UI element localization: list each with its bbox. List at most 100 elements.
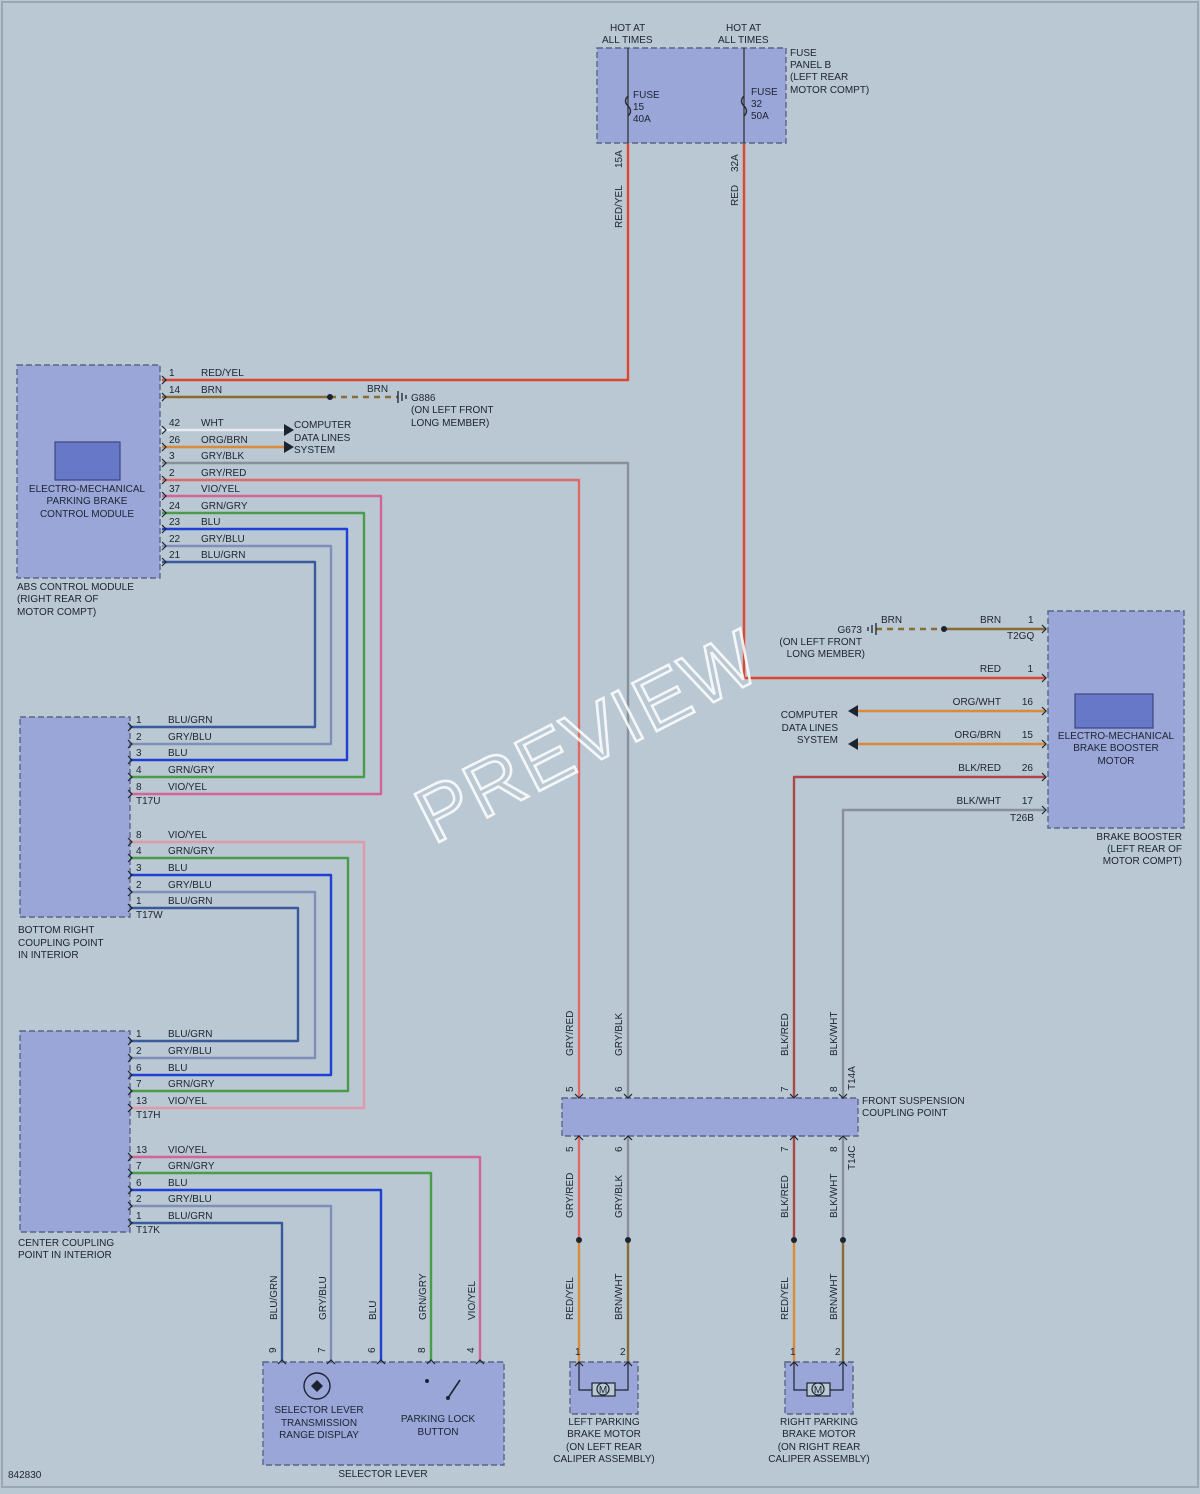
abs-pin-wire-label: WHT <box>201 418 224 429</box>
connector-icon <box>127 789 133 799</box>
connector-icon <box>127 722 133 732</box>
t17w-name: T17W <box>136 910 163 921</box>
connector-icon <box>161 524 167 534</box>
t17w-pin-number: 4 <box>136 846 142 857</box>
abs-pin-wire-label: BLU <box>201 517 220 528</box>
range-display-glyph <box>311 1380 323 1392</box>
t17h-pin-number: 1 <box>136 1029 142 1040</box>
connector-icon <box>789 1361 799 1367</box>
t17u-wire-label: BLU <box>168 748 187 759</box>
t17k-name: T17K <box>136 1225 160 1236</box>
motor-symbol: M <box>599 1385 607 1396</box>
t17h-wire-label: GRN/GRY <box>168 1079 215 1090</box>
wire-gry-blk <box>162 461 630 1098</box>
abs-pin-wire-label: GRN/GRY <box>201 501 248 512</box>
wire-blu-2 <box>130 873 333 1077</box>
booster-pin-number: 15 <box>1022 730 1034 741</box>
connector-icon <box>127 755 133 765</box>
data-line-arrows <box>284 424 294 453</box>
selector-pin-number: 7 <box>317 1347 328 1353</box>
t17w-pin-number: 2 <box>136 880 142 891</box>
range-display-icon <box>303 1372 331 1400</box>
t2gq-pin: 1 <box>1028 615 1034 626</box>
t2gq-wire: BRN <box>980 615 1001 626</box>
connector-icon <box>161 392 167 402</box>
connector-icon <box>127 1168 133 1178</box>
connector-icon <box>127 870 133 880</box>
connector-icon <box>127 1103 133 1113</box>
connector-icon <box>127 1152 133 1162</box>
connector-icon <box>161 442 167 452</box>
fs-top-pin-number: 5 <box>565 1086 576 1092</box>
selector-wire-label: BLU/GRN <box>269 1276 280 1320</box>
t2gq-name: T2GQ <box>1007 631 1034 642</box>
abs-pin-wire-label: VIO/YEL <box>201 484 240 495</box>
t17u-name: T17U <box>136 796 160 807</box>
connector-icon <box>161 458 167 468</box>
motor-wire-label: BRN/WHT <box>614 1273 625 1320</box>
connector-icon <box>1041 624 1047 634</box>
wire-blk-red <box>792 775 1046 1098</box>
connector-icon <box>1041 739 1047 749</box>
t17w-pin-number: 8 <box>136 830 142 841</box>
connector-icon <box>127 739 133 749</box>
abs-pin-wire-label: GRY/BLK <box>201 451 244 462</box>
connector-icon <box>426 1359 436 1365</box>
abs-pin-wire-label: BRN <box>201 385 222 396</box>
wire-blu-grn-2 <box>130 906 300 1043</box>
booster-wire-label: ORG/WHT <box>953 697 1001 708</box>
connector-icon <box>127 772 133 782</box>
abs-pin-number: 24 <box>169 501 181 512</box>
wire-gry-red <box>162 478 581 1098</box>
fs-bottom-pin-number: 6 <box>614 1146 625 1152</box>
splice-dot <box>840 1237 846 1243</box>
wire-gry-blu-3 <box>130 1204 333 1360</box>
connector-icon <box>326 1359 336 1365</box>
wire-vio-yel-2 <box>130 840 366 1110</box>
fuse-32-symbol <box>740 95 748 117</box>
t14c-name: T14C <box>847 1146 858 1170</box>
booster-pin-number: 26 <box>1022 763 1034 774</box>
fs-bottom-wire-label: BLK/WHT <box>829 1174 840 1218</box>
connector-icon <box>1041 805 1047 815</box>
t17k-wire-label: GRY/BLU <box>168 1194 212 1205</box>
connector-icon <box>574 1093 584 1099</box>
connector-icon <box>1041 706 1047 716</box>
selector-wire-label: BLU <box>368 1301 379 1320</box>
connector-icon <box>127 1070 133 1080</box>
t17k-pin-number: 6 <box>136 1178 142 1189</box>
connector-icon <box>277 1359 287 1365</box>
connector-icon <box>127 903 133 913</box>
t17u-pin-number: 1 <box>136 715 142 726</box>
abs-pin-number: 2 <box>169 468 175 479</box>
connector-icon <box>838 1093 848 1099</box>
abs-pin-number: 14 <box>169 385 181 396</box>
connector-icon <box>127 1201 133 1211</box>
t17h-pin-number: 13 <box>136 1096 148 1107</box>
t17u-pin-number: 8 <box>136 782 142 793</box>
connector-icon <box>127 1036 133 1046</box>
abs-pin-wire-label: GRY/BLU <box>201 534 245 545</box>
pin-15a: 15A <box>614 150 625 168</box>
abs-pin-number: 3 <box>169 451 175 462</box>
left-motor-pin1: 1 <box>575 1347 581 1358</box>
selector-pin-number: 4 <box>466 1347 477 1353</box>
connector-icon <box>127 1218 133 1228</box>
wire-label-red: RED <box>730 185 741 206</box>
t17k-pin-number: 2 <box>136 1194 142 1205</box>
fs-top-pin-number: 7 <box>780 1086 791 1092</box>
